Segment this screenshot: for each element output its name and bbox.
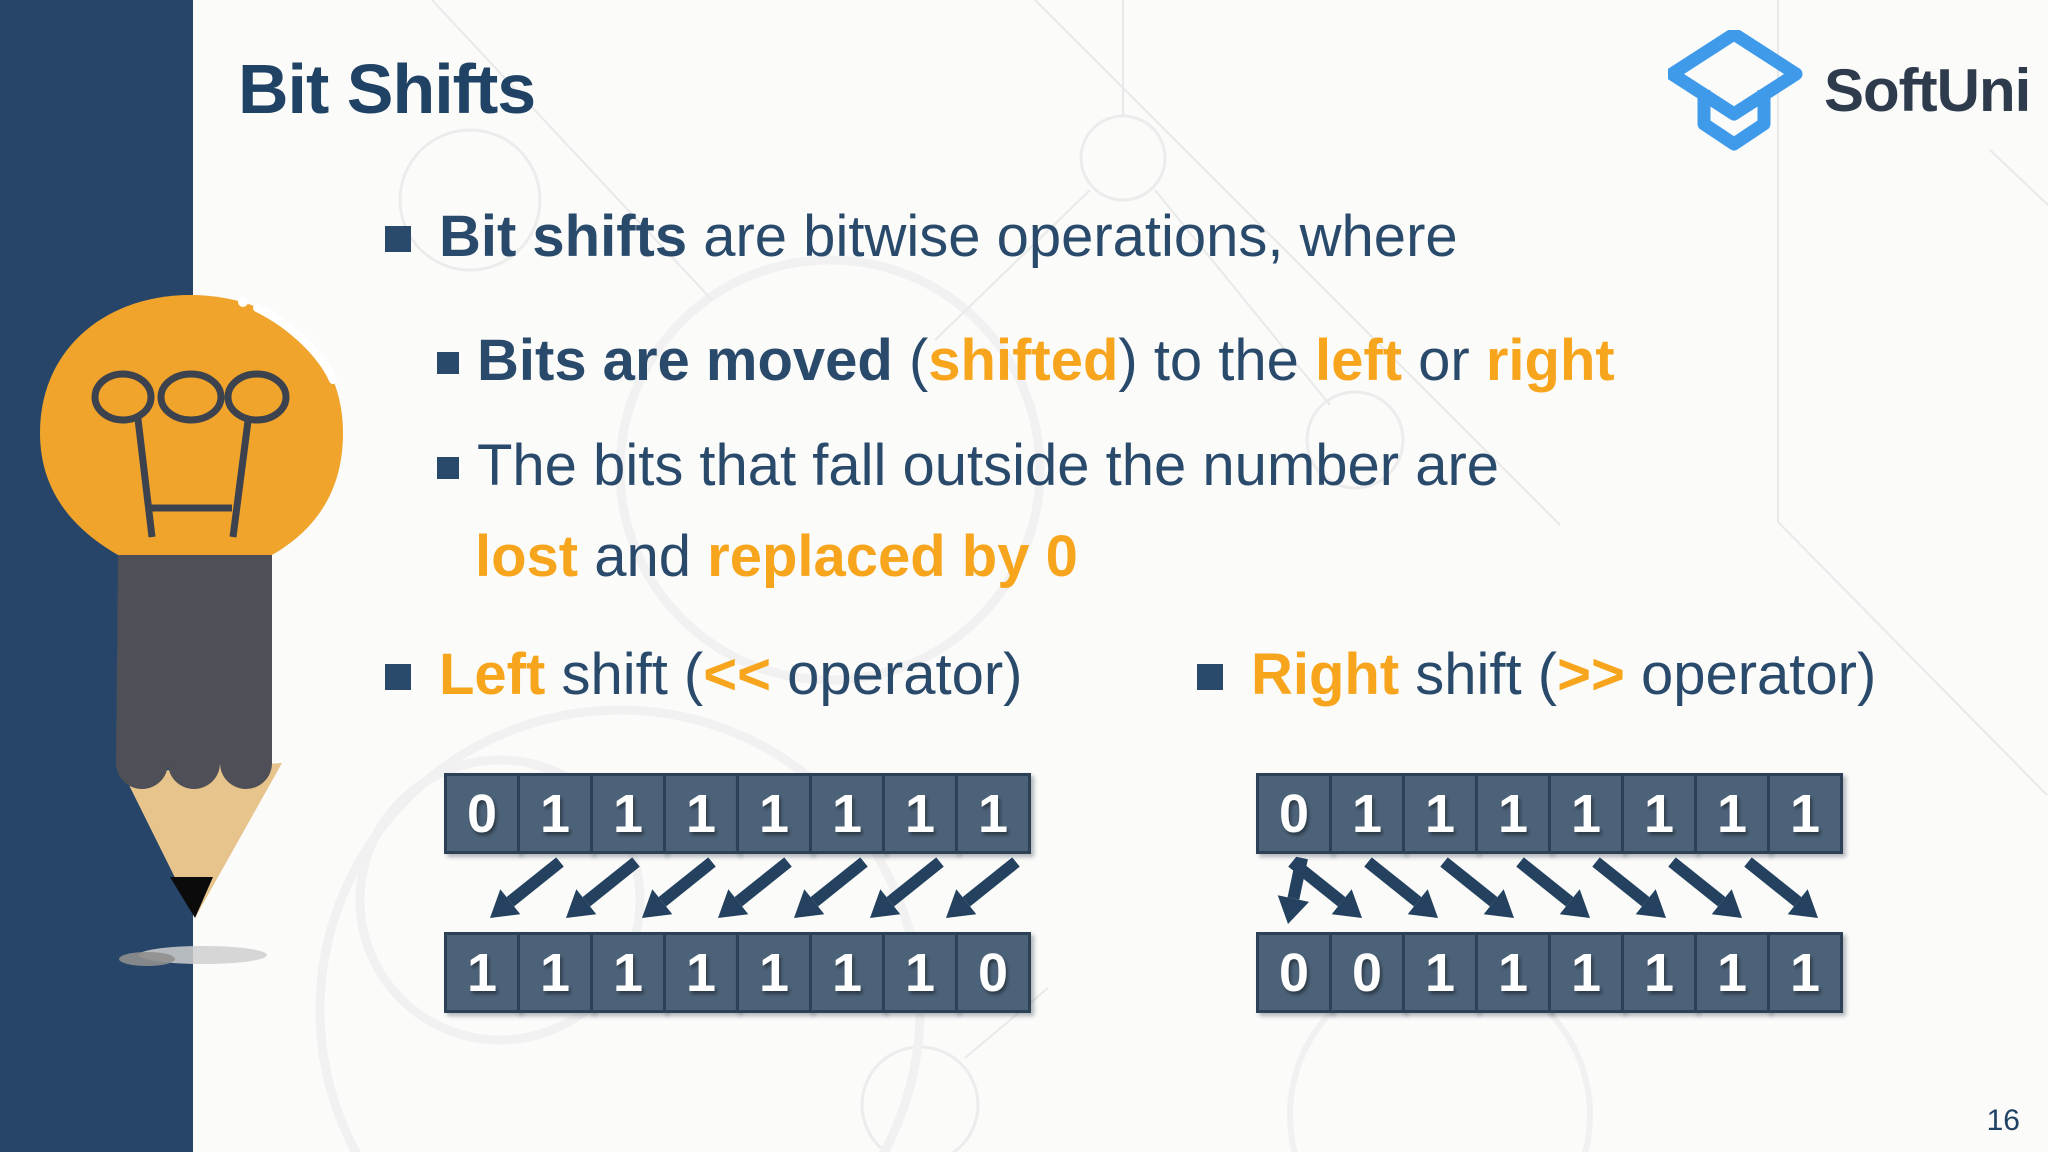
bit-cell: 1 [809,932,885,1013]
sub-bullet-bits-outside: The bits that fall outside the number ar… [437,429,1499,503]
bit-cell: 1 [809,773,885,854]
text-segment: Bits are moved [477,328,893,393]
text-segment: Right [1251,642,1400,707]
bit-cell: 1 [736,932,812,1013]
bit-cell: 1 [1694,932,1770,1013]
bit-cell: 1 [590,773,666,854]
bit-cell: 1 [1767,773,1843,854]
text-segment: << [703,642,771,707]
text-segment: and [578,524,708,589]
bit-cell: 1 [1475,932,1551,1013]
bullet-square-icon [437,457,459,479]
bullet-text: The bits that fall outside the number ar… [477,429,1499,503]
bullet-text: Bits are moved (shifted) to the left or … [477,324,1615,398]
bullet-left-shift: Left shift (<< operator) [385,638,1022,712]
bit-cell: 1 [1329,773,1405,854]
bit-cell: 1 [1767,932,1843,1013]
bullet-square-icon [385,664,411,690]
bullet-bit-shifts: Bit shifts are bitwise operations, where [385,200,1458,274]
text-segment: operator) [771,642,1023,707]
sub-bullet-bits-moved: Bits are moved (shifted) to the left or … [437,324,1615,398]
text-segment: replaced by 0 [707,524,1078,589]
bit-cell: 1 [1402,932,1478,1013]
text-segment: The bits that fall outside the number ar… [477,433,1500,498]
page-title: Bit Shifts [238,50,536,128]
bit-cell: 1 [517,773,593,854]
text-segment: operator) [1624,642,1877,707]
bit-cell: 1 [882,932,958,1013]
page-number: 16 [1986,1104,2020,1137]
bit-cell: 0 [444,773,520,854]
text-segment: left [1315,328,1403,393]
bullet-text: lost and replaced by 0 [475,520,1078,594]
text-segment: shifted [928,328,1119,393]
text-segment: ) to the [1118,328,1316,393]
bullet-square-icon [1197,664,1223,690]
bit-cell: 1 [663,932,739,1013]
bullet-right-shift: Right shift (>> operator) [1197,638,1876,712]
text-segment: lost [475,524,579,589]
left-shift-arrows [490,857,1020,918]
graduation-cap-icon [1668,30,1803,151]
bit-cell: 1 [1621,773,1697,854]
bit-cell: 1 [444,932,520,1013]
bit-cell: 0 [1256,773,1332,854]
sub-bullet-bits-outside-line2: lost and replaced by 0 [475,520,1078,594]
text-segment: are bitwise operations, where [687,204,1458,269]
bullet-square-icon [385,226,411,252]
bit-cell: 1 [590,932,666,1013]
bit-cell: 1 [882,773,958,854]
bit-cell: 1 [1402,773,1478,854]
bit-cell: 1 [1475,773,1551,854]
text-segment: Left [439,642,546,707]
bit-cell: 1 [517,932,593,1013]
bit-cell: 0 [955,932,1031,1013]
bit-cell: 1 [1548,932,1624,1013]
lightbulb-pencil-illustration [40,295,343,966]
right-shift-arrows [1277,856,1818,924]
bit-cell: 1 [1694,773,1770,854]
bullet-text: Left shift (<< operator) [439,638,1022,712]
bit-cell: 1 [1621,932,1697,1013]
bit-cell: 1 [955,773,1031,854]
bit-cell: 0 [1329,932,1405,1013]
bit-cell: 0 [1256,932,1332,1013]
text-segment: >> [1557,642,1625,707]
text-segment: shift ( [545,642,704,707]
text-segment: or [1402,328,1486,393]
text-segment: Bit shifts [439,204,688,269]
text-segment: shift ( [1399,642,1558,707]
bit-cell: 1 [736,773,812,854]
bit-cell: 1 [1548,773,1624,854]
bit-cell: 1 [663,773,739,854]
bullet-text: Bit shifts are bitwise operations, where [439,200,1458,274]
bullet-square-icon [437,352,459,374]
text-segment: ( [892,328,929,393]
softuni-logo: SoftUni [1668,30,2031,152]
logo-text: SoftUni [1824,57,2031,124]
bullet-text: Right shift (>> operator) [1251,638,1876,712]
text-segment: right [1485,328,1615,393]
